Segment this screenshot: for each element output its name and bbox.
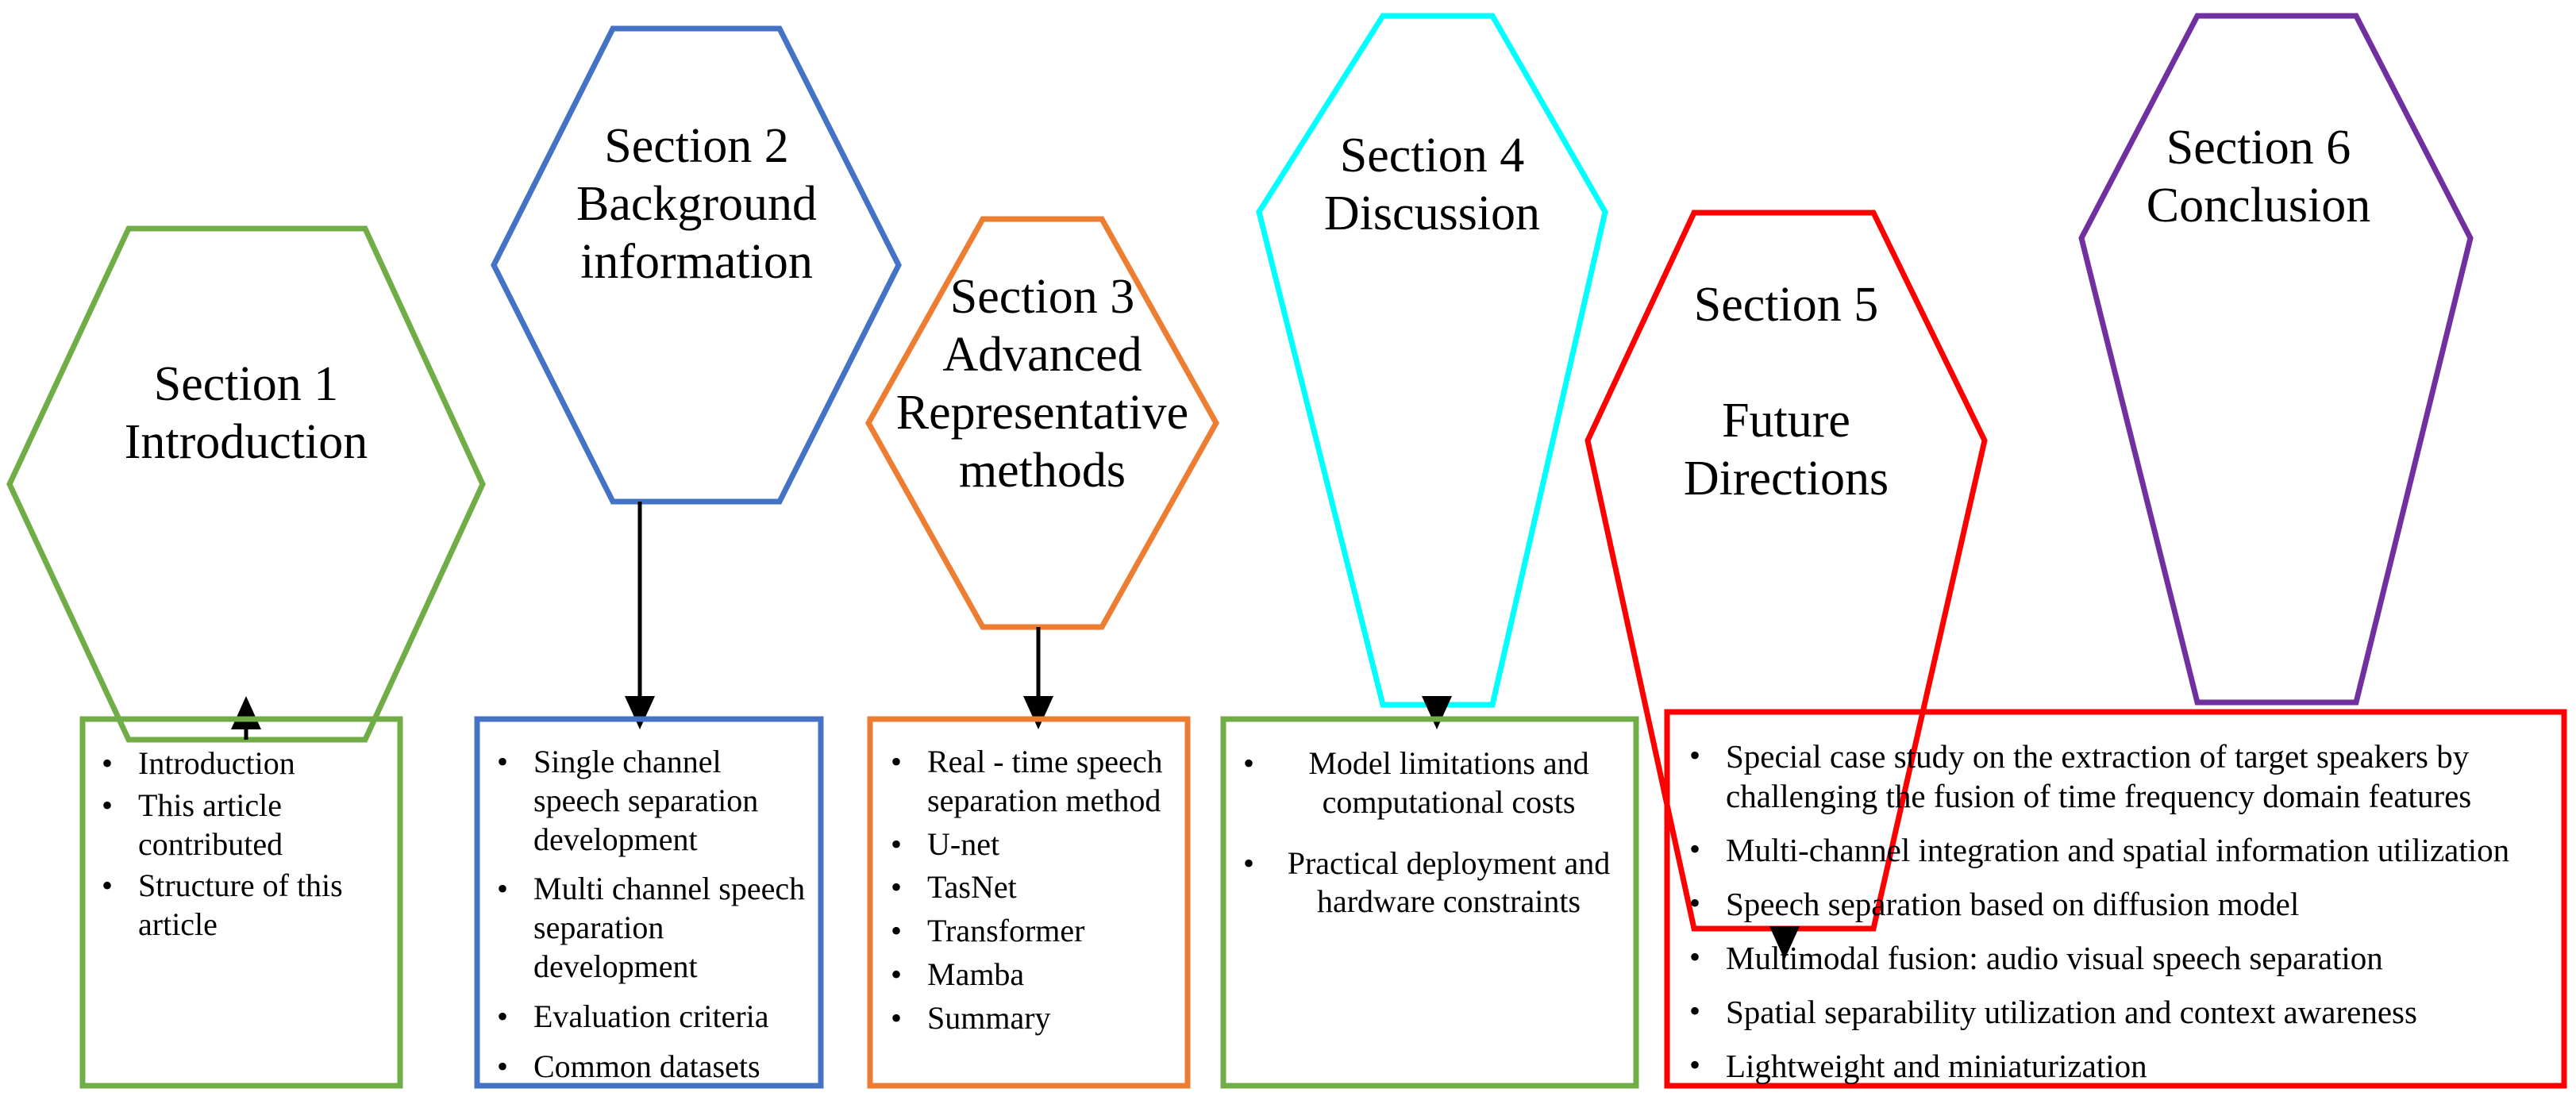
bullet-icon: • [1689,939,1701,975]
list-item-label: Multi-channel integration and spatial in… [1726,832,2510,869]
bullet-icon: • [102,745,114,781]
list-item: • Common datasets [497,1048,808,1087]
bullet-icon: • [1689,831,1701,867]
list-item: • Real - time speech separation method [891,743,1173,821]
list-item-label: Summary [927,999,1051,1036]
list-item-label: Lightweight and miniaturization [1726,1048,2147,1085]
bullet-icon: • [1243,844,1255,881]
hexagon-section-3[interactable] [864,216,1220,630]
hexagon-section-2[interactable] [491,25,902,505]
list-item-label: Introduction [138,745,295,781]
list-item: • Introduction [102,744,384,783]
bullet-icon: • [1689,885,1701,921]
list-item-label: Speech separation based on diffusion mod… [1726,886,2300,923]
list-item: • Speech separation based on diffusion m… [1689,884,2547,924]
list-item: • Lightweight and miniaturization [1689,1046,2547,1086]
list-item-label: Multi channel speech separation developm… [533,871,806,984]
bullet-icon: • [891,825,903,862]
list-item-label: Spatial separability utilization and con… [1726,994,2417,1031]
list-item-label: Transformer [927,913,1085,949]
list-item-label: Evaluation criteria [533,998,769,1034]
bullet-icon: • [1689,737,1701,773]
list-item: • This article contributed [102,787,384,864]
bullet-icon: • [891,956,903,992]
hexagon-section-6[interactable] [2078,13,2474,706]
list-item-label: This article contributed [138,787,283,862]
list-item-label: Special case study on the extraction of … [1726,738,2472,815]
list-item: • Evaluation criteria [497,998,808,1037]
bullet-icon: • [1689,1047,1701,1083]
list-item: • Mamba [891,956,1173,994]
list-item-label: Multimodal fusion: audio visual speech s… [1726,940,2383,977]
bullet-icon: • [497,998,509,1034]
list-item-label: Structure of this article [138,867,343,943]
box-content-section-3: • Real - time speech separation method •… [891,743,1173,1043]
list-item: • Model limitations and computational co… [1243,744,1618,822]
bullet-icon: • [102,787,114,823]
hexagon-section-1[interactable] [6,225,486,743]
bullet-list-section-3: • Real - time speech separation method •… [891,743,1173,1038]
list-item-label: Real - time speech separation method [927,744,1163,818]
list-item-label: Practical deployment and hardware constr… [1287,844,1611,920]
list-item-label: TasNet [927,869,1017,906]
list-item-label: Mamba [927,956,1025,992]
box-section-1[interactable] [79,716,403,1089]
box-content-section-1: • Introduction • This article contribute… [102,744,384,948]
hexagon-section-4[interactable] [1256,13,1608,708]
list-item-label: Common datasets [533,1048,760,1084]
list-item-label: U-net [927,825,1000,862]
list-item: • Structure of this article [102,867,384,944]
hexagon-section-5[interactable] [1584,210,1988,932]
list-item: • Multimodal fusion: audio visual speech… [1689,938,2547,978]
list-item-label: Model limitations and computational cost… [1308,745,1589,820]
list-item-label: Single channel speech separation develop… [533,744,759,857]
box-section-5[interactable] [1664,709,2567,1089]
list-item: • Special case study on the extraction o… [1689,737,2547,816]
bullet-list-section-5: • Special case study on the extraction o… [1689,737,2547,1086]
box-section-4[interactable] [1220,716,1639,1089]
box-section-2[interactable] [474,716,824,1089]
list-item: • TasNet [891,868,1173,907]
list-item: • U-net [891,825,1173,864]
box-section-3[interactable] [867,716,1191,1089]
bullet-icon: • [497,744,509,779]
list-item: • Summary [891,999,1173,1038]
list-item: • Practical deployment and hardware cons… [1243,844,1618,922]
bullet-icon: • [1689,993,1701,1029]
bullet-icon: • [891,999,903,1036]
bullet-icon: • [102,867,114,904]
bullet-icon: • [497,871,509,907]
bullet-list-section-2: • Single channel speech separation devel… [497,743,808,1086]
bullet-icon: • [891,913,903,949]
box-content-section-5: • Special case study on the extraction o… [1689,737,2547,1100]
list-item: • Multi channel speech separation develo… [497,870,808,986]
list-item: • Multi-channel integration and spatial … [1689,830,2547,870]
list-item: • Spatial separability utilization and c… [1689,992,2547,1032]
bullet-icon: • [891,869,903,906]
list-item: • Transformer [891,912,1173,951]
list-item: • Single channel speech separation devel… [497,743,808,859]
bullet-list-section-1: • Introduction • This article contribute… [102,744,384,944]
box-content-section-4: • Model limitations and computational co… [1243,744,1618,944]
bullet-icon: • [497,1048,509,1084]
box-content-section-2: • Single channel speech separation devel… [497,743,808,1097]
bullet-icon: • [1243,745,1255,781]
bullet-icon: • [891,744,903,779]
bullet-list-section-4: • Model limitations and computational co… [1243,744,1618,921]
